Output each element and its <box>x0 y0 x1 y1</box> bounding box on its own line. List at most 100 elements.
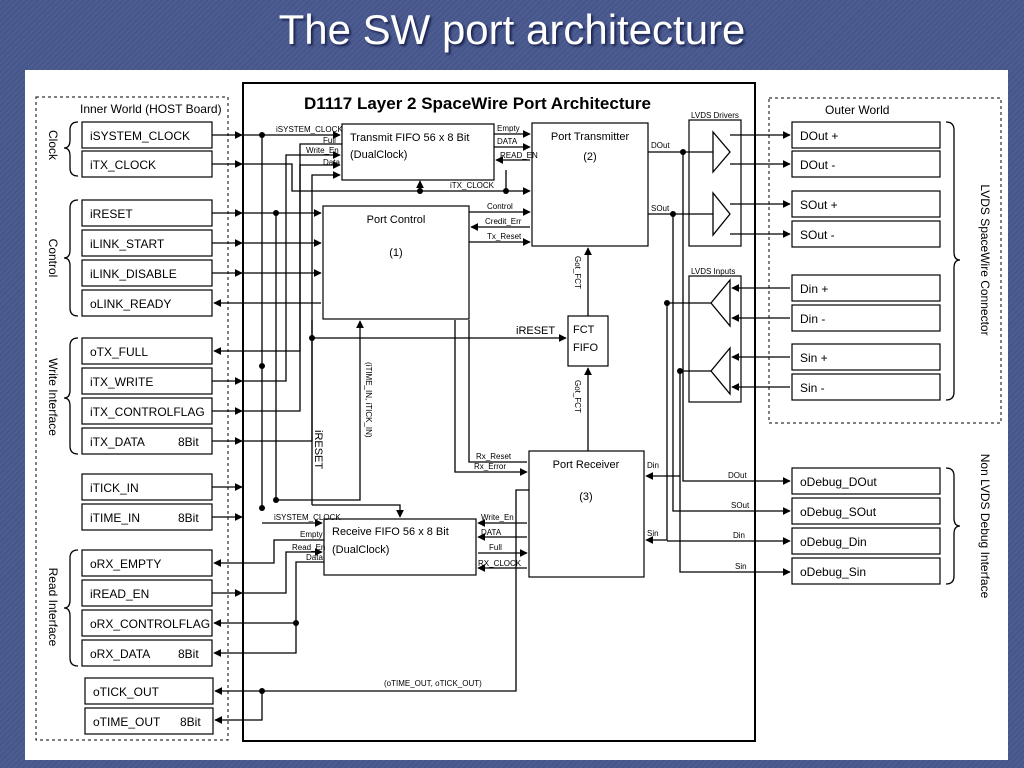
port-itime-in-label: iTIME_IN <box>90 511 140 525</box>
sig-data: Data <box>323 158 340 167</box>
sig-time-tick-out: (oTIME_OUT, oTICK_OUT) <box>384 679 482 688</box>
port-odebug-sin <box>791 557 941 585</box>
port-otime-out <box>84 707 214 735</box>
sig-rx-error: Rx_Error <box>474 462 506 471</box>
port-otime-out-width: 8Bit <box>180 715 201 729</box>
sig-debug-dout: DOut <box>728 471 747 480</box>
port-itx-controlflag-label: iTX_CONTROLFLAG <box>90 405 205 419</box>
sig-read-en: READ_EN <box>500 151 538 160</box>
block-transmit-fifo-title: Transmit FIFO 56 x 8 Bit <box>350 132 469 144</box>
sig-isystem-clock: iSYSTEM_CLOCK <box>276 125 343 134</box>
port-dout-plus-label: DOut + <box>800 129 838 143</box>
block-port-receiver-number: (3) <box>579 491 592 503</box>
block-receive-fifo-title: Receive FIFO 56 x 8 Bit <box>332 526 449 538</box>
block-port-receiver <box>528 450 645 578</box>
sig-read-en-rx: Read_En <box>292 543 325 552</box>
port-odebug-sout <box>791 497 941 525</box>
sig-time-tick-in: (iTIME_IN, iTICK_IN) <box>364 362 373 438</box>
port-dout-minus <box>791 150 941 178</box>
right-ports: DOut + DOut - SOut + SOut - Din + Din - … <box>791 121 941 585</box>
block-lvds-drivers <box>688 119 742 247</box>
port-din-minus <box>791 304 941 332</box>
outer-world-frame <box>768 97 1002 424</box>
lvds-input-din-symbol <box>710 278 731 328</box>
group-label-clock: Clock <box>46 130 60 161</box>
block-transmit-fifo-subtitle: (DualClock) <box>350 149 407 161</box>
sig-got-fct-top: Got_FCT <box>573 256 582 289</box>
sig-rx-reset: Rx_Reset <box>476 452 512 461</box>
brace-read <box>63 549 79 667</box>
block-port-transmitter <box>531 122 649 247</box>
port-odebug-din-label: oDebug_Din <box>800 535 867 549</box>
sig-empty: Empty <box>497 124 520 133</box>
sig-write-en: Write_En <box>306 146 339 155</box>
port-din-plus <box>791 274 941 302</box>
block-receive-fifo-subtitle: (DualClock) <box>332 544 389 556</box>
sig-tx-reset: Tx_Reset <box>487 232 522 241</box>
port-ilink-start-label: iLINK_START <box>90 237 165 251</box>
port-ireset <box>81 199 213 227</box>
inner-world-frame <box>35 96 229 741</box>
port-din-plus-label: Din + <box>800 282 828 296</box>
port-orx-empty-label: oRX_EMPTY <box>90 557 161 571</box>
port-sout-plus-label: SOut + <box>800 198 838 212</box>
group-label-control: Control <box>46 239 60 278</box>
sig-sout: SOut <box>651 204 670 213</box>
port-orx-controlflag-label: oRX_CONTROLFLAG <box>90 617 210 631</box>
junction-dots <box>259 132 686 694</box>
port-olink-ready <box>81 289 213 317</box>
port-sin-minus-label: Sin - <box>800 381 825 395</box>
block-fct-fifo-line1: FCT <box>573 324 595 336</box>
block-port-control-title: Port Control <box>367 214 426 226</box>
signal-labels: iSYSTEM_CLOCK Full Write_En Data Empty D… <box>274 124 750 688</box>
sig-write-en-rx: Write_En <box>481 513 514 522</box>
inner-world-label: Inner World (HOST Board) <box>80 102 222 116</box>
sig-dout: DOut <box>651 141 670 150</box>
sig-data-caps: DATA <box>497 137 518 146</box>
port-itx-controlflag <box>81 397 213 425</box>
port-orx-controlflag <box>81 609 213 637</box>
group-label-debug-interface: Non LVDS Debug Interface <box>978 454 992 599</box>
block-fct-fifo-line2: FIFO <box>573 342 598 354</box>
port-olink-ready-label: oLINK_READY <box>90 297 171 311</box>
sig-debug-sout: SOut <box>731 501 750 510</box>
port-itick-in-label: iTICK_IN <box>90 481 139 495</box>
sig-itx-clock: iTX_CLOCK <box>450 181 495 190</box>
port-orx-data <box>81 639 213 667</box>
sig-isystem-clock-rx: iSYSTEM_CLOCK <box>274 513 341 522</box>
port-otime-out-label: oTIME_OUT <box>93 715 161 729</box>
brace-debug <box>945 467 961 585</box>
brace-write <box>63 337 79 455</box>
outer-world-label: Outer World <box>825 103 889 117</box>
port-orx-data-label: oRX_DATA <box>90 647 150 661</box>
port-dout-minus-label: DOut - <box>800 158 835 172</box>
port-isystem-clock-label: iSYSTEM_CLOCK <box>90 129 190 143</box>
block-port-transmitter-number: (2) <box>583 151 596 163</box>
block-port-control-number: (1) <box>389 247 402 259</box>
sig-credit-err: Credit_Err <box>485 217 522 226</box>
block-lvds-inputs <box>688 275 742 403</box>
port-otick-out <box>84 677 214 705</box>
main-chip-frame <box>242 82 756 742</box>
port-orx-empty <box>81 549 213 577</box>
group-label-write: Write Interface <box>46 358 60 436</box>
internal-blocks: Transmit FIFO 56 x 8 Bit (DualClock) Por… <box>322 111 742 578</box>
slide-title: The SW port architecture <box>278 6 746 53</box>
sig-debug-din: Din <box>733 531 745 540</box>
block-fct-fifo <box>567 315 609 367</box>
sig-data-rx: Data <box>306 553 323 562</box>
port-odebug-dout-label: oDebug_DOut <box>800 475 877 489</box>
sig-data-caps-rx: DATA <box>481 528 502 537</box>
wires <box>212 130 791 724</box>
left-ports: iSYSTEM_CLOCK iTX_CLOCK iRESET iLINK_STA… <box>81 121 214 735</box>
sig-full: Full <box>323 136 336 145</box>
sig-empty-rx: Empty <box>300 530 323 539</box>
sig-got-fct-bottom: Got_FCT <box>573 380 582 413</box>
port-itx-data <box>81 427 213 455</box>
port-iread-en-label: iREAD_EN <box>90 587 149 601</box>
port-din-minus-label: Din - <box>800 312 825 326</box>
sig-rx-clock: RX_CLOCK <box>478 559 522 568</box>
block-receive-fifo <box>323 518 477 576</box>
block-port-transmitter-title: Port Transmitter <box>551 131 630 143</box>
